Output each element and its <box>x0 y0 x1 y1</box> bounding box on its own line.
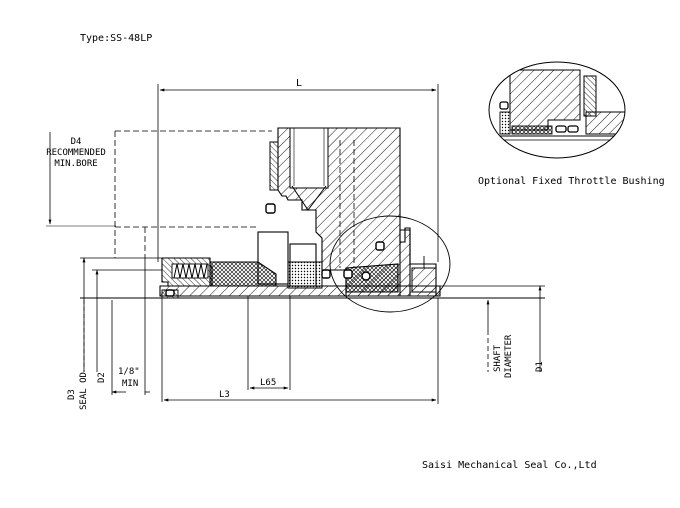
shaft-label: SHAFT <box>493 344 503 372</box>
drawing-title: Type:SS-48LP <box>80 33 152 44</box>
dimension-d1 <box>438 285 545 372</box>
dimension-l-label: L <box>296 78 302 89</box>
inset-detail <box>488 61 626 159</box>
o-rings <box>165 241 385 297</box>
d4-recommended: RECOMMENDED <box>46 148 106 158</box>
shaft-sleeve <box>159 285 441 299</box>
rotary-face <box>209 261 399 293</box>
detail-ellipse <box>329 215 451 313</box>
d3-label: D3 <box>67 389 77 400</box>
diameter-label: DIAMETER <box>504 334 514 378</box>
stationary-seat <box>257 231 323 289</box>
eighth-label: 1/8" <box>118 367 140 377</box>
min-label: MIN <box>122 379 138 389</box>
inset-caption: Optional Fixed Throttle Bushing <box>478 176 665 187</box>
dimension-l: L <box>157 78 439 262</box>
d2-label: D2 <box>97 372 107 383</box>
d4-min-bore: MIN.BORE <box>54 159 97 169</box>
seal-od-label: SEAL OD <box>79 372 89 410</box>
d4-label: D4 <box>71 137 82 147</box>
gland-plate <box>269 127 411 297</box>
dimension-d3 <box>80 257 163 402</box>
gland-gasket <box>265 203 276 214</box>
bore-outline <box>114 130 272 258</box>
company-name: Saisi Mechanical Seal Co.,Ltd <box>422 460 597 471</box>
d1-label: D1 <box>535 361 545 372</box>
l3-label: L3 <box>219 390 230 400</box>
dimension-d4: D4 RECOMMENDED MIN.BORE <box>46 132 116 227</box>
throttle-bushing <box>399 229 437 297</box>
spring-holder <box>161 257 213 287</box>
dimension-l3 <box>163 296 439 404</box>
l65-label: L65 <box>260 378 276 388</box>
